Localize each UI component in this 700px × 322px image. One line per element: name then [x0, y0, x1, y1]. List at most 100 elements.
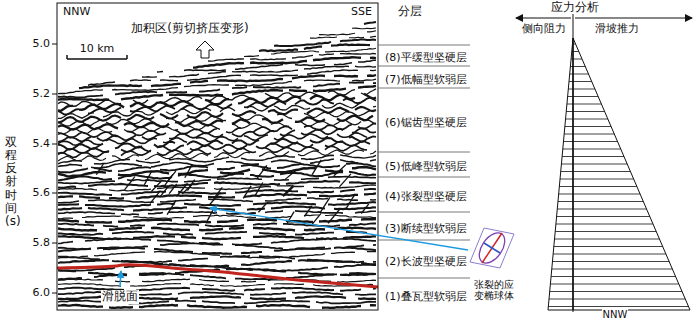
- seismic-reflector: [361, 89, 376, 95]
- seismic-reflector: [373, 82, 376, 84]
- hatch-line: [550, 284, 678, 285]
- seismic-reflector: [370, 151, 376, 154]
- layer-band: (3)断续型软弱层: [384, 217, 468, 236]
- seismic-reflector: [358, 60, 376, 62]
- seismic-reflector: [235, 82, 292, 86]
- seismic-reflector: [208, 59, 244, 61]
- seismic-reflector: [121, 95, 163, 99]
- seismic-reflector: [160, 200, 196, 202]
- seismic-reflector: [367, 31, 376, 32]
- seismic-reflector: [136, 195, 202, 198]
- seismic-reflector: [310, 37, 337, 38]
- seismic-reflector: [226, 128, 241, 133]
- seismic-reflector: [307, 197, 328, 199]
- seismic-reflector: [241, 281, 256, 283]
- seismic-reflector: [328, 177, 376, 178]
- seismic-reflector: [340, 190, 355, 192]
- tension-fracture: [168, 171, 176, 181]
- tension-fracture: [283, 186, 294, 196]
- hatch-line: [553, 261, 670, 262]
- seismic-reflector: [340, 289, 361, 290]
- seismic-reflector: [253, 236, 304, 238]
- seismic-reflector: [364, 193, 376, 194]
- seismic-reflector: [58, 279, 103, 280]
- seismic-reflector: [295, 296, 346, 298]
- hatch-line: [559, 194, 640, 195]
- seismic-reflector: [187, 75, 241, 80]
- hatch-line: [566, 111, 604, 112]
- seismic-reflector: [355, 65, 376, 67]
- tension-fracture: [243, 186, 251, 199]
- hatch-line: [552, 269, 673, 270]
- seismic-reflector: [88, 208, 124, 210]
- seismic-reflector: [352, 27, 376, 29]
- tick-label: 5.4: [33, 138, 51, 151]
- seismic-reflector: [157, 203, 175, 204]
- seismic-reflector: [58, 156, 106, 161]
- seismic-reflector: [355, 293, 376, 295]
- seismic-profile: [58, 22, 376, 308]
- seismic-reflector: [355, 107, 376, 111]
- seismic-reflector: [58, 249, 91, 252]
- seismic-reflector: [133, 217, 184, 219]
- seismic-reflector: [190, 284, 214, 286]
- seismic-reflector: [58, 95, 103, 97]
- seismic-reflector: [295, 211, 343, 213]
- seismic-reflector: [241, 156, 295, 161]
- seismic-reflector: [127, 131, 166, 136]
- seismic-reflector: [307, 191, 334, 192]
- seismic-reflector: [253, 203, 316, 205]
- seismic-reflector: [181, 237, 196, 238]
- seismic-reflector: [319, 54, 334, 55]
- seismic-reflector: [286, 274, 337, 278]
- seismic-reflector: [274, 248, 325, 251]
- seismic-reflector: [58, 242, 73, 244]
- seismic-reflector: [130, 101, 193, 107]
- seismic-reflector: [256, 305, 310, 307]
- layer-label: (2)长波型坚硬层: [384, 256, 468, 269]
- seismic-reflector: [322, 306, 361, 308]
- layer-band: (8)平缓型坚硬层: [384, 46, 468, 65]
- tension-fracture: [160, 186, 169, 197]
- seismic-reflector: [337, 280, 376, 282]
- seismic-reflector: [244, 135, 268, 140]
- seismic-reflector: [370, 304, 376, 307]
- seismic-reflector: [259, 233, 286, 235]
- seismic-reflector: [205, 232, 247, 234]
- tension-fracture: [214, 187, 223, 198]
- surface-label: 滑脱面: [101, 290, 139, 304]
- seismic-reflector: [208, 196, 235, 199]
- seismic-reflector: [334, 239, 376, 241]
- seismic-reflector: [331, 45, 370, 46]
- seismic-reflector: [112, 88, 178, 91]
- seismic-reflector: [79, 85, 142, 88]
- seismic-reflector: [217, 168, 235, 170]
- resistance-triangle: [548, 38, 573, 310]
- seismic-reflector: [238, 97, 301, 104]
- seismic-reflector: [313, 89, 346, 92]
- seismic-reflector: [190, 275, 226, 278]
- seismic-reflector: [244, 301, 310, 304]
- detachment-surface: [57, 265, 378, 287]
- seismic-reflector: [301, 129, 343, 135]
- seismic-reflector: [253, 223, 277, 225]
- hatch-line: [569, 81, 592, 82]
- seismic-reflector: [58, 116, 121, 123]
- seismic-reflector: [217, 79, 283, 81]
- layer-label: (6)锯齿型坚硬层: [384, 117, 468, 130]
- seismic-reflector: [202, 301, 235, 303]
- hatch-line: [563, 149, 621, 150]
- seismic-reflector: [169, 212, 217, 214]
- seismic-reflector: [190, 81, 208, 83]
- seismic-reflector: [295, 64, 325, 65]
- seismic-reflector: [163, 233, 193, 234]
- seismic-reflector: [154, 252, 220, 256]
- force-label: 侧向阻力: [522, 23, 566, 36]
- seismic-reflector: [274, 42, 331, 46]
- seismic-reflector: [88, 184, 148, 186]
- seismic-reflector: [85, 221, 112, 224]
- seismic-reflector: [178, 174, 244, 178]
- tension-fracture: [258, 203, 266, 212]
- seismic-reflector: [334, 207, 376, 209]
- seismic-reflector: [304, 228, 325, 231]
